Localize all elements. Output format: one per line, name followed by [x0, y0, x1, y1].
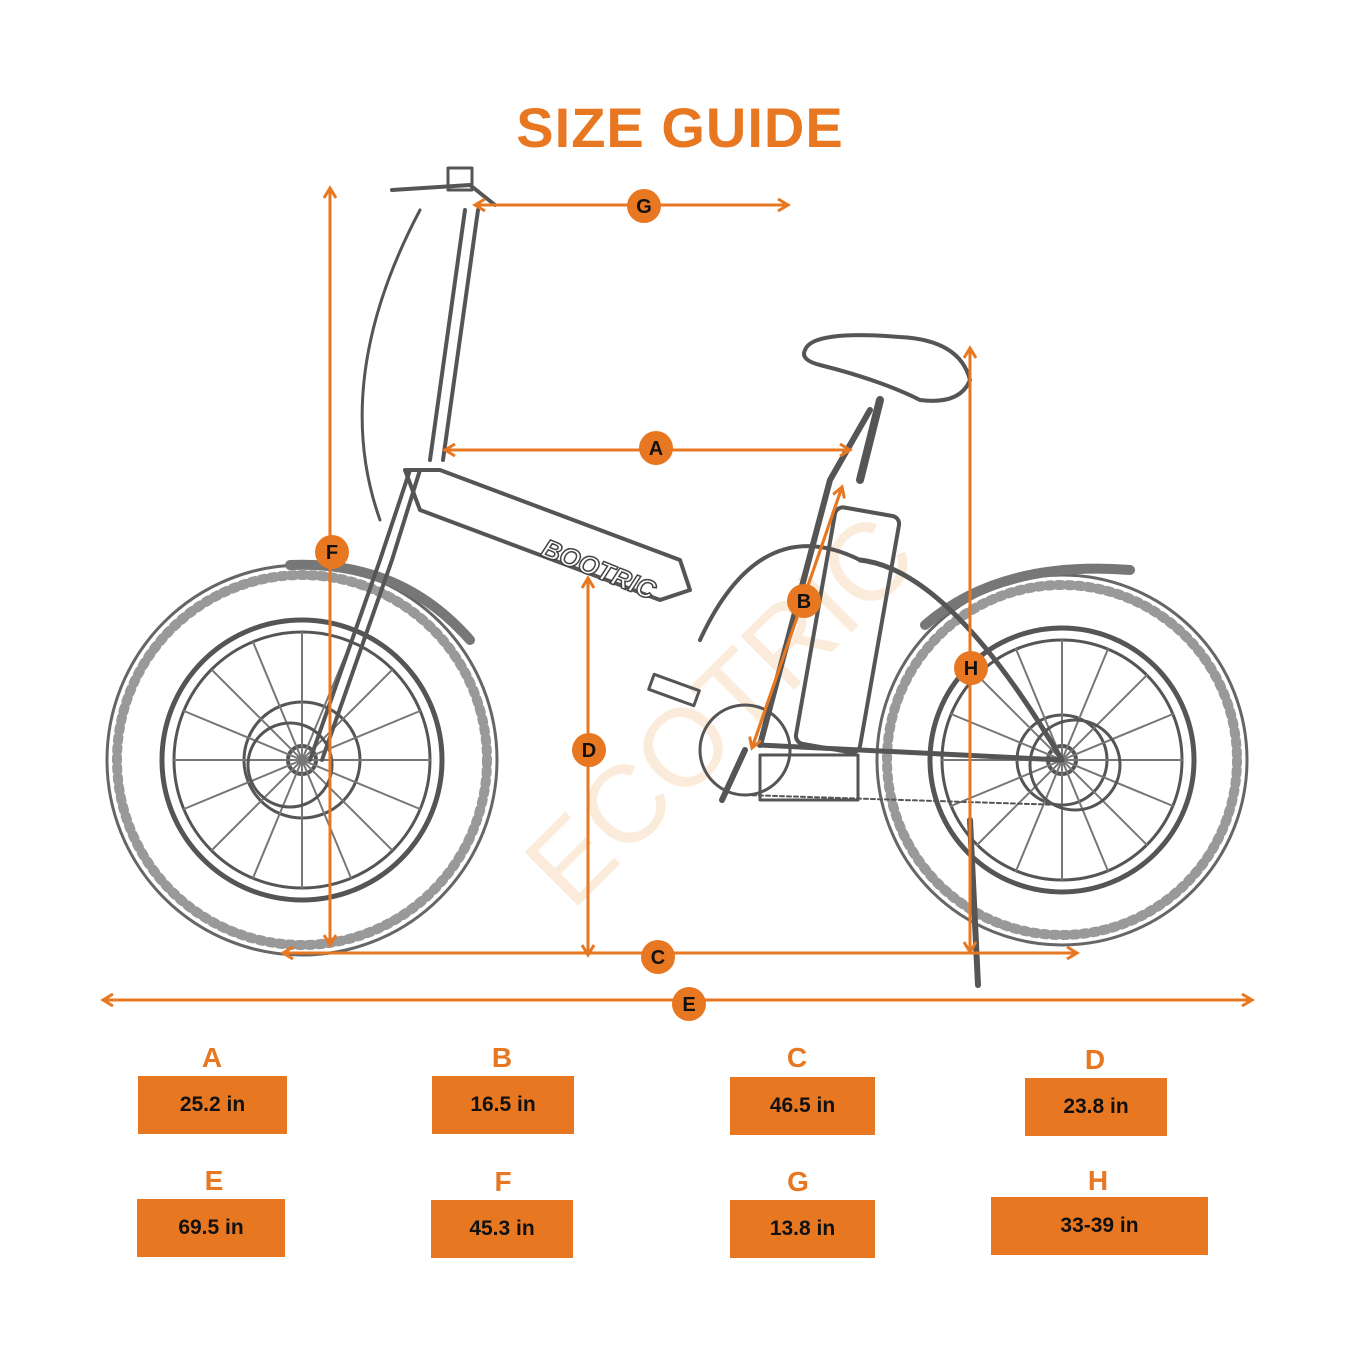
marker-c: C — [641, 940, 675, 974]
stem — [428, 208, 467, 462]
bike-sketch — [105, 166, 1249, 988]
cable — [360, 208, 422, 522]
dim-d-value: 23.8 in — [1025, 1078, 1167, 1136]
dimension-markers: F G A B D H C E — [315, 189, 988, 1021]
dim-e-letter: E — [204, 1165, 224, 1196]
seat-stay — [857, 557, 1065, 763]
front-disc — [246, 721, 334, 809]
dim-g-letter: G — [787, 1166, 809, 1197]
front-wheel — [105, 563, 499, 957]
pedal — [647, 672, 701, 708]
frame-brand: BOOTRIC — [538, 533, 662, 606]
bike-diagram: ECOTRIC — [0, 166, 1360, 1021]
dim-c-value: 46.5 in — [730, 1077, 875, 1135]
motor-housing — [758, 753, 860, 802]
handlebar — [390, 183, 497, 207]
main-tube — [403, 468, 692, 602]
display — [446, 166, 474, 192]
svg-text:A: A — [649, 438, 663, 460]
svg-text:C: C — [651, 947, 665, 969]
chain-stay — [757, 742, 1065, 763]
marker-e: E — [672, 987, 706, 1021]
svg-text:B: B — [797, 591, 811, 613]
marker-g: G — [627, 189, 661, 223]
dim-d-letter: D — [1084, 1044, 1106, 1075]
rear-fender — [920, 563, 1135, 630]
dim-h-value: 33-39 in — [991, 1197, 1208, 1255]
dim-a-value: 25.2 in — [138, 1076, 287, 1134]
marker-h: H — [954, 651, 988, 685]
dim-f-value: 45.3 in — [431, 1200, 573, 1258]
dim-a-letter: A — [201, 1042, 223, 1073]
dim-g-value: 13.8 in — [730, 1200, 875, 1258]
svg-text:E: E — [682, 994, 695, 1016]
chain — [744, 794, 1063, 806]
marker-b: B — [787, 584, 821, 618]
front-fork — [308, 468, 412, 762]
dim-c-letter: C — [786, 1042, 808, 1073]
dim-b-value: 16.5 in — [432, 1076, 574, 1134]
svg-text:F: F — [326, 542, 338, 564]
rear-disc — [1028, 718, 1122, 812]
saddle — [802, 333, 972, 403]
seat-post — [856, 396, 884, 484]
svg-text:G: G — [636, 196, 652, 218]
marker-d: D — [572, 733, 606, 767]
crank — [719, 747, 748, 803]
dim-b-letter: B — [491, 1042, 513, 1073]
svg-text:D: D — [582, 740, 596, 762]
page-title: SIZE GUIDE — [516, 96, 844, 159]
svg-text:H: H — [964, 658, 978, 680]
dim-e-value: 69.5 in — [137, 1199, 285, 1257]
dim-h-letter: H — [1087, 1165, 1109, 1196]
dim-f-letter: F — [494, 1166, 512, 1197]
marker-a: A — [639, 431, 673, 465]
marker-f: F — [315, 535, 349, 569]
front-fender — [285, 559, 475, 645]
